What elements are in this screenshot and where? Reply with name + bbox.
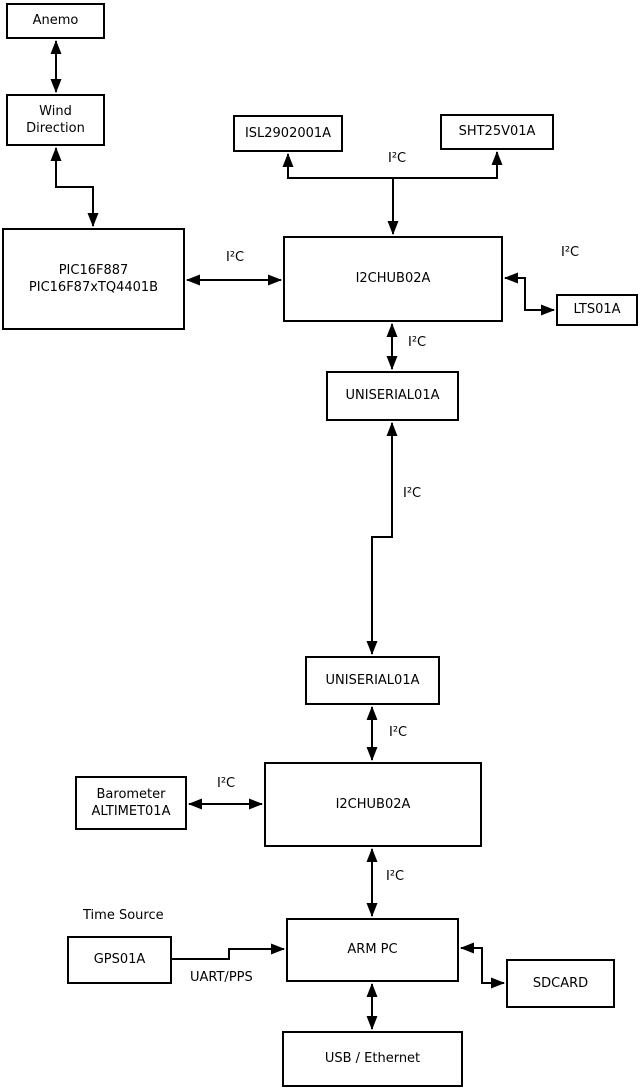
gps01a-box: GPS01A: [67, 936, 172, 984]
lts-label: LTS01A: [573, 302, 621, 318]
connector-armpc-sdcard: [460, 942, 505, 989]
wind-direction-box: Wind Direction: [6, 94, 105, 146]
i2chub02a-box-2: I2CHUB02A: [264, 762, 482, 847]
i2c-label-hub2-armpc: I²C: [386, 869, 405, 884]
lts01a-box: LTS01A: [556, 294, 638, 326]
usb-ethernet-box: USB / Ethernet: [282, 1031, 463, 1087]
i2c-label-uniserial-link: I²C: [403, 486, 422, 501]
usb-ethernet-label: USB / Ethernet: [324, 1051, 421, 1067]
i2c-label-lts: I²C: [561, 245, 580, 260]
anemo-label: Anemo: [32, 13, 79, 29]
i2c-label-sensors: I²C: [388, 151, 407, 166]
pic-label-line2: PIC16F87xTQ4401B: [28, 280, 159, 295]
arm-pc-box: ARM PC: [286, 918, 459, 982]
barometer-label-line2: ALTIMET01A: [91, 804, 171, 819]
pic-label-line1: PIC16F887: [58, 262, 129, 278]
i2c-label-barometer: I²C: [217, 776, 236, 791]
wind-direction-label-line2: Direction: [26, 121, 85, 136]
i2chub2-label: I2CHUB02A: [335, 796, 411, 812]
connector-uniserial1-uniserial2: [366, 422, 398, 655]
i2c-label-hub1-uniserial1: I²C: [408, 335, 427, 350]
connector-winddirection-pic: [50, 147, 99, 227]
gps-label: GPS01A: [93, 952, 146, 968]
arm-pc-label: ARM PC: [347, 942, 398, 958]
time-source-label: Time Source: [83, 908, 164, 923]
connector-i2chub1-lts01a: [504, 272, 555, 316]
pic16f887-box: PIC16F887 PIC16F87xTQ4401B: [2, 228, 185, 330]
sdcard-box: SDCARD: [506, 959, 615, 1008]
connector-gps-armpc: [172, 943, 285, 960]
sht-label: SHT25V01A: [458, 124, 536, 140]
uniserial2-label: UNISERIAL01A: [325, 672, 420, 688]
uart-pps-label: UART/PPS: [190, 970, 253, 985]
anemo-box: Anemo: [6, 3, 105, 39]
isl-label: ISL2902001A: [244, 125, 332, 141]
i2c-label-pic-hub1: I²C: [226, 250, 245, 265]
sht25v01a-box: SHT25V01A: [440, 114, 554, 150]
barometer-label-line1: Barometer: [96, 786, 166, 802]
uniserial01a-box-2: UNISERIAL01A: [305, 656, 440, 705]
i2chub02a-box-1: I2CHUB02A: [283, 236, 503, 322]
sdcard-label: SDCARD: [532, 975, 589, 991]
uniserial01a-box-1: UNISERIAL01A: [326, 371, 459, 421]
isl2902001a-box: ISL2902001A: [233, 115, 343, 152]
barometer-altimet01a-box: Barometer ALTIMET01A: [75, 776, 187, 830]
wind-direction-label-line1: Wind: [39, 103, 72, 119]
uniserial1-label: UNISERIAL01A: [345, 388, 440, 404]
i2chub1-label: I2CHUB02A: [355, 271, 431, 287]
i2c-label-uniserial2-hub2: I²C: [389, 725, 408, 740]
